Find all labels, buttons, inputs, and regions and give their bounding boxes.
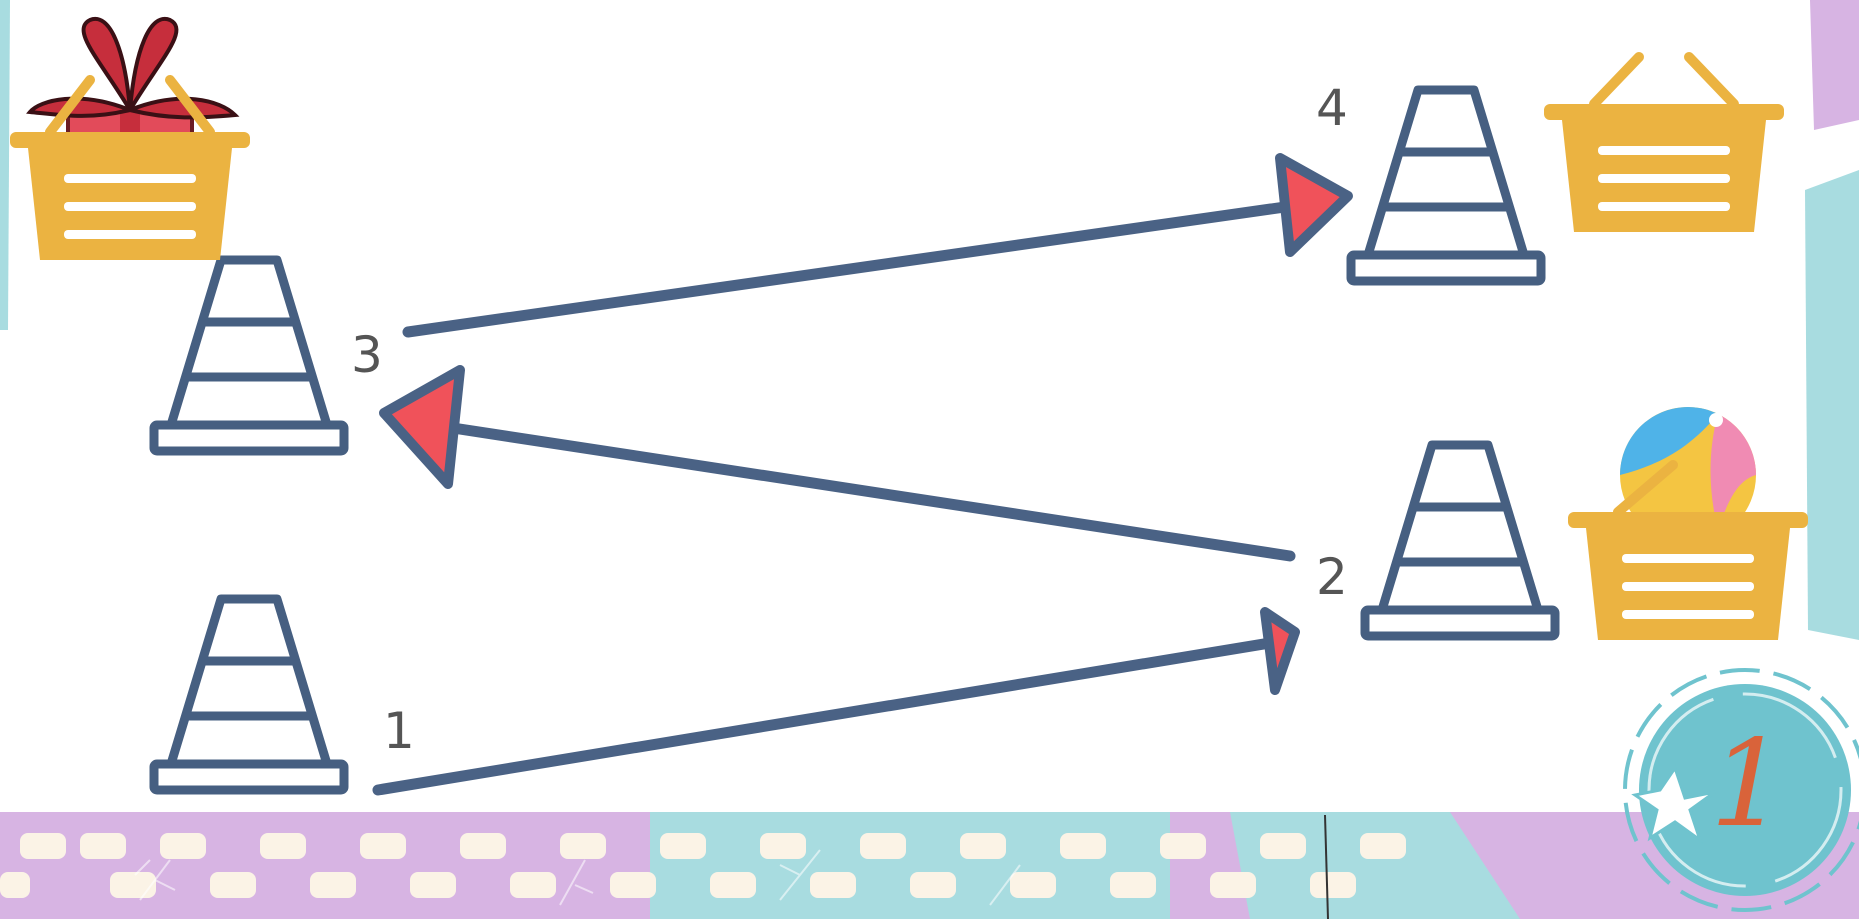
- star-icon: [1631, 764, 1716, 844]
- right-border: [0, 0, 1859, 640]
- beach-ball-icon: [1620, 407, 1756, 543]
- gift-basket: [10, 16, 250, 260]
- cone-station-2: [1365, 445, 1555, 636]
- cone-station-3: [154, 260, 344, 451]
- station-label-4: 4: [1316, 79, 1348, 137]
- route-arrow-3-to-4: [402, 153, 1353, 338]
- round-badge: [1623, 668, 1859, 912]
- bottom-border: [0, 812, 1859, 919]
- badge-number: 1: [1710, 715, 1787, 854]
- station-label-2: 2: [1316, 548, 1348, 606]
- cone-station-1: [154, 599, 344, 790]
- station-label-3: 3: [351, 326, 383, 384]
- route-arrow-1-to-2: [372, 607, 1300, 796]
- ball-basket: [1568, 407, 1808, 640]
- empty-basket: [1544, 52, 1784, 232]
- route-arrow-2-to-3: [379, 365, 1296, 562]
- cone-station-4: [1351, 90, 1541, 281]
- station-label-1: 1: [383, 702, 415, 760]
